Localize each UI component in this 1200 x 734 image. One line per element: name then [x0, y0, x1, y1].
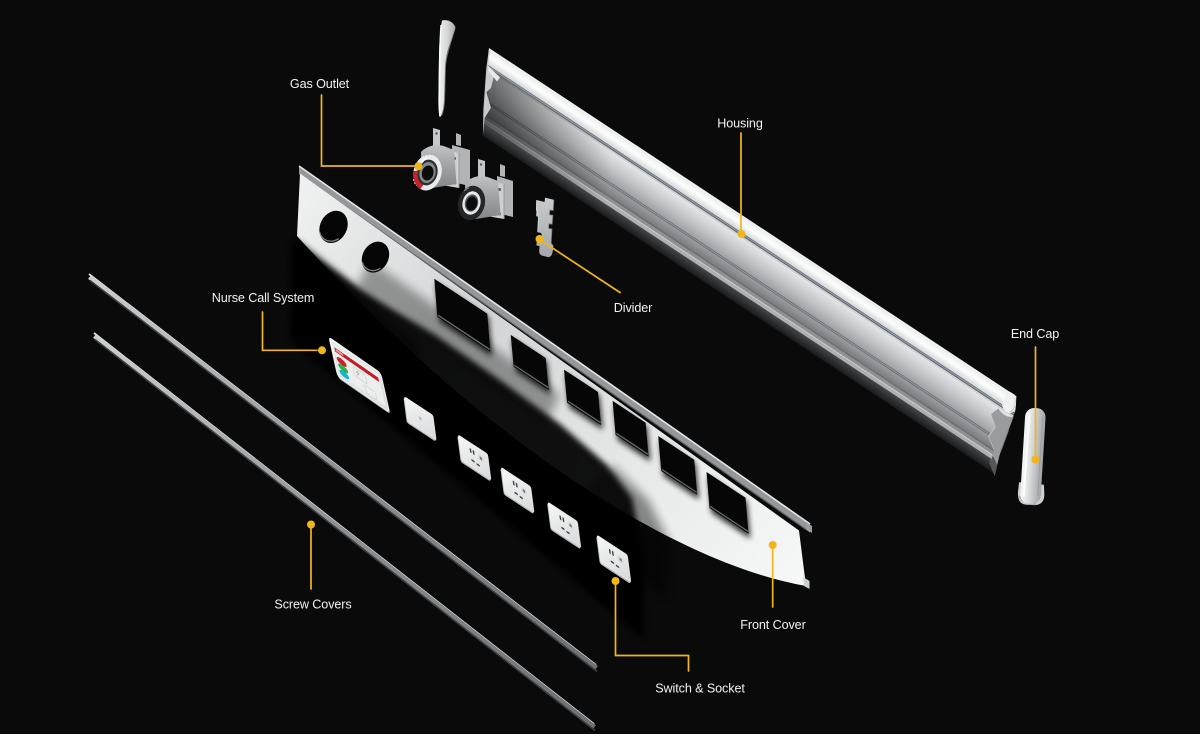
socket-module-2	[498, 467, 535, 514]
label-gas-outlet: Gas Outlet	[290, 77, 423, 171]
label-text-screw-covers: Screw Covers	[274, 598, 351, 612]
label-text-nurse-call: Nurse Call System	[212, 291, 315, 305]
blank-switch-module	[402, 397, 437, 441]
label-end-cap: End Cap	[1011, 327, 1059, 464]
label-text-front-cover: Front Cover	[740, 618, 805, 632]
label-screw-covers: Screw Covers	[274, 520, 352, 612]
label-text-housing: Housing	[717, 117, 763, 131]
leader-dot-divider	[535, 235, 544, 243]
leader-line-nurse-call	[261, 311, 318, 352]
housing	[482, 48, 1057, 513]
leader-dot-gas-outlet	[414, 162, 423, 171]
labels-layer: Gas Outlet Housing Divider End Cap Nurse…	[212, 77, 1060, 696]
leader-line-divider	[540, 239, 621, 294]
socket-module-1	[455, 435, 492, 481]
screw-cover-2	[93, 332, 596, 732]
nurse-call-device	[328, 337, 390, 413]
leader-dot-front-cover	[768, 541, 777, 549]
label-text-gas-outlet: Gas Outlet	[290, 77, 350, 91]
end-cap-right	[1017, 407, 1046, 506]
leader-line-switch-socket	[614, 584, 690, 672]
gas-outlet-2	[457, 159, 513, 221]
front-cover-hole-2	[361, 241, 390, 273]
gas-outlet-1	[412, 128, 470, 191]
label-text-switch-socket: Switch & Socket	[655, 682, 745, 696]
leader-dot-switch-socket	[611, 577, 620, 585]
label-text-divider: Divider	[614, 301, 653, 315]
leader-dot-housing	[737, 230, 746, 238]
label-switch-socket: Switch & Socket	[611, 577, 745, 696]
label-text-end-cap: End Cap	[1011, 327, 1059, 341]
socket-module-4	[594, 535, 632, 584]
label-divider: Divider	[535, 235, 653, 315]
label-nurse-call-system: Nurse Call System	[212, 291, 326, 355]
leader-dot-end-cap	[1031, 455, 1040, 464]
end-cap-left	[438, 20, 456, 118]
front-cover	[290, 165, 812, 640]
leader-dot-nurse-call	[318, 346, 326, 355]
front-cover-cutouts	[434, 278, 751, 539]
label-front-cover: Front Cover	[740, 541, 806, 632]
leader-dot-screw-covers	[307, 520, 315, 529]
housing-left-cut-face	[482, 48, 495, 136]
screw-cover-1	[88, 273, 598, 673]
front-cover-hole-1	[318, 210, 348, 243]
socket-module-3	[545, 502, 581, 549]
label-housing: Housing	[717, 117, 763, 238]
housing-right-cut-face	[988, 408, 1014, 476]
leader-line-gas-outlet	[320, 94, 415, 167]
